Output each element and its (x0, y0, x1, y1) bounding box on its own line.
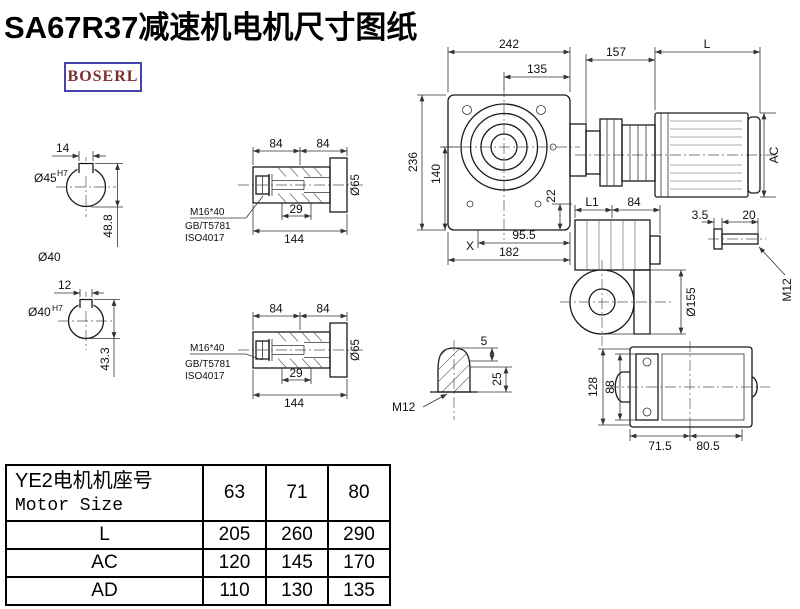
dim-shaft2-key-len: 29 (289, 366, 303, 380)
label-shaft1-bolt: M16*40 (190, 207, 225, 218)
dim-bore2-keyway-depth: 43.3 (98, 347, 112, 371)
dim-shaft2-len-a: 84 (269, 302, 283, 316)
fan-cover (747, 116, 761, 194)
output-flange-circle (460, 103, 548, 191)
value-L-71: 260 (265, 520, 329, 550)
brand-logo: BOSERL (64, 62, 142, 92)
dim-stud-len-20: 20 (742, 208, 756, 222)
label-side-thread-M12: M12 (780, 278, 794, 302)
gearbox-housing (447, 94, 571, 231)
page-title: SA67R37减速机电机尺寸图纸 (4, 10, 418, 45)
dim-flange-dia-155: Ø155 (684, 287, 698, 317)
value-AD-71: 130 (265, 576, 329, 606)
input-flange (569, 123, 587, 177)
dim-gearbox-height: 236 (406, 152, 420, 172)
side-view: L1 84 3.5 20 Ø155 M12 (560, 195, 794, 346)
row-label-AC: AC (5, 548, 204, 578)
label-shaft2-bolt: M16*40 (190, 343, 225, 354)
label-bore1-tolerance: H7 (57, 168, 68, 178)
shaft1-flange (329, 157, 348, 213)
dim-motor-height-AC: AC (767, 146, 781, 163)
table-header-row: YE2电机机座号 Motor Size 63 71 80 (5, 464, 391, 522)
row-label-L: L (5, 520, 204, 550)
value-L-63: 205 (202, 520, 267, 550)
dim-shaft1-key-len: 29 (289, 202, 303, 216)
section-view-solid-bore: 12 Ø40 H7 43.3 (28, 278, 120, 377)
shaft-assembly-bottom: 84 84 M16*40 GB/T5781 ISO4017 29 144 Ø65 (185, 302, 364, 410)
label-x-mark: X (466, 239, 474, 253)
shaft2-flange (329, 322, 348, 378)
row-label-AD: AD (5, 576, 204, 606)
dim-side-L1: L1 (585, 195, 599, 209)
dim-adapter-length: 157 (606, 45, 626, 59)
table-row-AD: AD 110 130 135 (5, 576, 391, 606)
label-bore1-diameter: Ø45 (34, 171, 57, 185)
dim-center-to-edge: 135 (527, 62, 547, 76)
label-shaft2-std-iso: ISO4017 (185, 371, 225, 382)
dim-bore1-keyway-depth: 48.8 (101, 214, 115, 238)
side-housing (574, 219, 651, 271)
dim-shaft2-flange-dia: Ø65 (350, 339, 362, 361)
value-AC-71: 145 (265, 548, 329, 578)
value-AD-80: 135 (327, 576, 391, 606)
label-bore2-diameter: Ø40 (28, 305, 51, 319)
dim-bottom-128: 128 (586, 377, 600, 397)
dim-bottom-71-5: 71.5 (648, 439, 672, 453)
frame-size-header-cell: YE2电机机座号 Motor Size (5, 464, 204, 522)
label-shaft-diameter-40: Ø40 (38, 250, 61, 264)
dim-plug-25: 25 (490, 372, 504, 386)
frame-size-71: 71 (265, 464, 329, 522)
bottom-view: 128 88 71.5 80.5 (586, 341, 770, 453)
label-shaft2-std-gb: GB/T5781 (185, 359, 231, 370)
label-shaft1-std-iso: ISO4017 (185, 233, 225, 244)
value-L-80: 290 (327, 520, 391, 550)
motor-dimension-table: YE2电机机座号 Motor Size 63 71 80 L 205 260 2… (5, 464, 391, 606)
dim-shaft2-total-len: 144 (284, 396, 304, 410)
dim-bore2-keyway-width: 12 (58, 278, 72, 292)
dim-gearbox-width: 242 (499, 37, 519, 51)
table-row-L: L 205 260 290 (5, 520, 391, 550)
dim-corner-22: 22 (544, 189, 558, 203)
brand-logo-text: BOSERL (67, 68, 139, 85)
dim-foot-total: 182 (499, 245, 519, 259)
dim-shaft1-flange-dia: Ø65 (350, 174, 362, 196)
dim-side-84: 84 (627, 195, 641, 209)
input-shaft-stub (649, 235, 661, 265)
dim-stud-head-3-5: 3.5 (692, 208, 709, 222)
value-AD-63: 110 (202, 576, 267, 606)
dim-axis-height: 140 (429, 164, 443, 184)
label-plug-thread-M12: M12 (392, 400, 416, 414)
plug-detail: 5 25 M12 (392, 334, 512, 420)
value-AC-63: 120 (202, 548, 267, 578)
dim-foot-right: 95.5 (512, 228, 536, 242)
table-row-AC: AC 120 145 170 (5, 548, 391, 578)
dim-shaft1-len-a: 84 (269, 137, 283, 151)
front-view: 242 135 157 L 236 140 22 95.5 X (406, 37, 781, 265)
label-shaft1-std-gb: GB/T5781 (185, 221, 231, 232)
dim-shaft1-len-b: 84 (316, 137, 330, 151)
dim-plug-5: 5 (481, 334, 488, 348)
frame-size-63: 63 (202, 464, 267, 522)
value-AC-80: 170 (327, 548, 391, 578)
frame-size-label-en: Motor Size (15, 496, 124, 516)
dim-motor-length-L: L (704, 37, 711, 51)
dim-bottom-80-5: 80.5 (696, 439, 720, 453)
label-bore2-tolerance: H7 (52, 303, 63, 313)
dim-bore1-keyway-width: 14 (56, 141, 70, 155)
frame-size-label-cn: YE2电机机座号 (15, 470, 153, 492)
dim-bottom-88: 88 (603, 380, 617, 394)
motor-adapter (621, 124, 656, 182)
frame-size-80: 80 (327, 464, 391, 522)
section-view-output-bore: 14 Ø45 H7 48.8 Ø40 (34, 141, 123, 264)
shaft-assembly-top: 84 84 M16*40 GB/T5781 ISO4017 29 144 Ø65 (185, 137, 364, 246)
dim-shaft2-len-b: 84 (316, 302, 330, 316)
dim-shaft1-total-len: 144 (284, 232, 304, 246)
